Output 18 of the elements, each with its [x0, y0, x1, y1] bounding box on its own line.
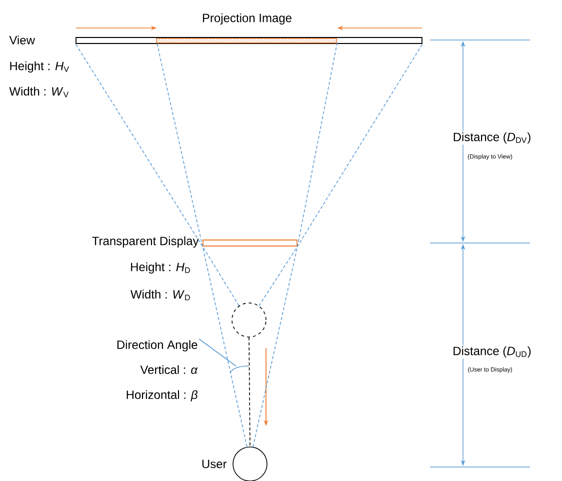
sight-line: [248, 337, 250, 447]
sight-line: [252, 42, 338, 448]
side-label: Height : H$_{D}$: [131, 262, 190, 274]
leader-line: [198, 338, 236, 366]
sight-line: [258, 44, 423, 306]
angle-label: Direction Angle Vertical : α Horizontal : β: [117, 340, 198, 402]
side-label: Height : H$_{V}$: [10, 61, 69, 73]
sight-line: [75, 44, 240, 306]
distance-label: Distance (D$_{DV}$): [452, 131, 532, 145]
side-label: View: [9, 36, 36, 44]
side-label: Width : W$_{D}$: [130, 290, 190, 300]
sight-line: [156, 42, 248, 448]
side-label: Width : W$_{V}$: [9, 86, 69, 98]
side-label: Transparent Display: [92, 236, 199, 248]
side-label: User: [202, 460, 227, 468]
distance-label: Distance (D$_{UD}$): [452, 345, 532, 359]
dashed-circle: [232, 302, 266, 338]
heading: Projection Image: [202, 13, 292, 25]
